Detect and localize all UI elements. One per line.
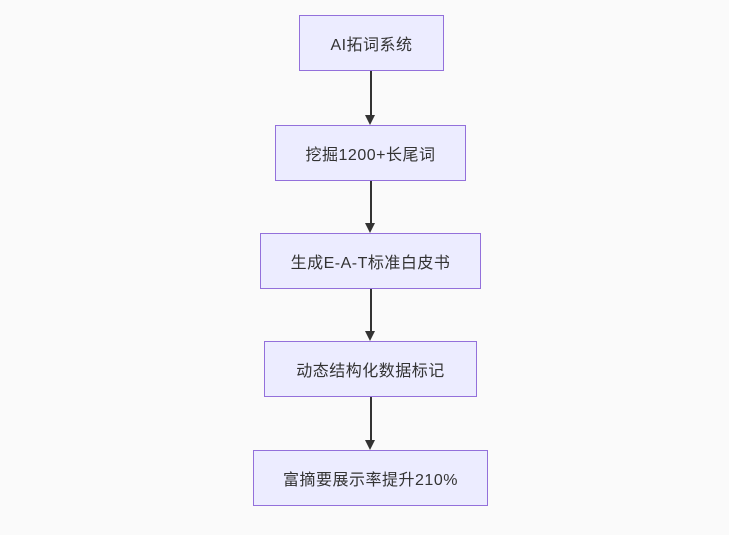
arrow-head-icon xyxy=(365,223,375,233)
flow-node-label: AI拓词系统 xyxy=(330,37,413,54)
arrow-line xyxy=(370,397,372,441)
flow-node-longtail-mining: 挖掘1200+长尾词 xyxy=(275,125,466,181)
flow-node-eat-whitepaper: 生成E-A-T标准白皮书 xyxy=(260,233,481,289)
flow-node-ai-keyword-system: AI拓词系统 xyxy=(299,15,444,71)
arrow-head-icon xyxy=(365,331,375,341)
flow-node-label: 生成E-A-T标准白皮书 xyxy=(290,255,451,272)
arrow-line xyxy=(370,71,372,116)
arrow-line xyxy=(370,181,372,224)
flow-node-label: 挖掘1200+长尾词 xyxy=(305,147,436,164)
flow-node-label: 动态结构化数据标记 xyxy=(296,363,445,380)
arrow-head-icon xyxy=(365,115,375,125)
flow-node-rich-snippet-result: 富摘要展示率提升210% xyxy=(253,450,488,506)
arrow-line xyxy=(370,289,372,332)
arrow-head-icon xyxy=(365,440,375,450)
flow-node-structured-data: 动态结构化数据标记 xyxy=(264,341,477,397)
flow-node-label: 富摘要展示率提升210% xyxy=(283,472,458,489)
